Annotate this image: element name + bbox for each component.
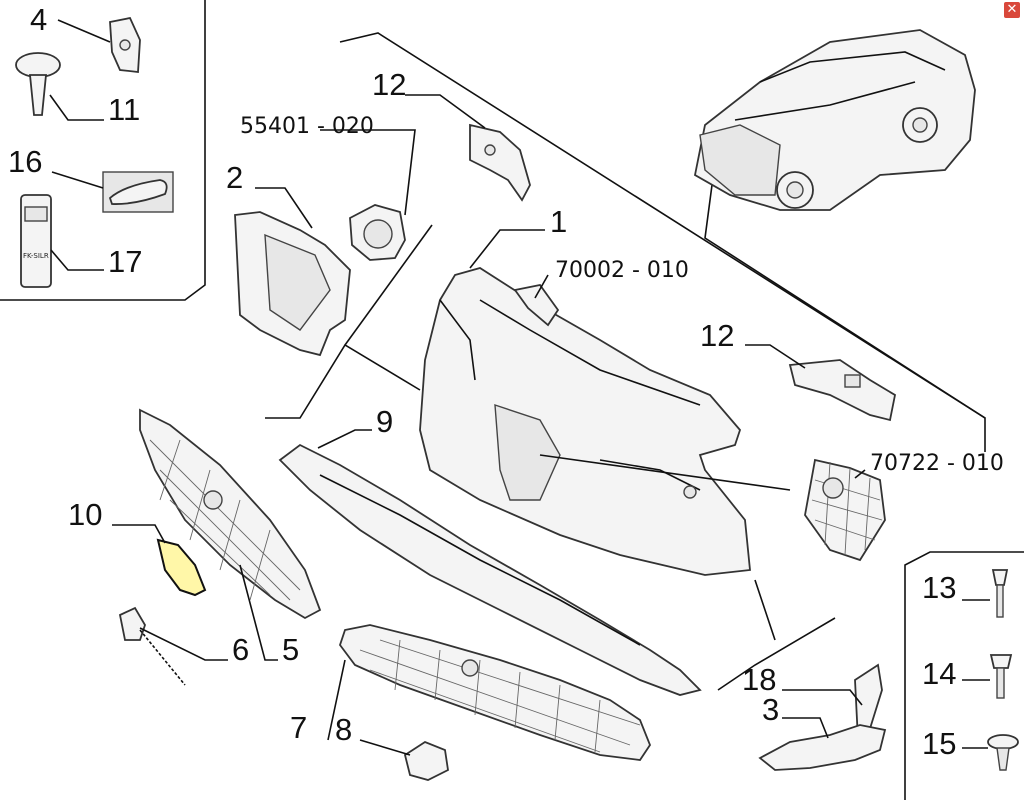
callout-10: 10 — [68, 497, 102, 532]
car-pointer-line — [704, 184, 986, 419]
part-1-bumper-cover[interactable]: 1 — [419, 204, 751, 576]
callout-12-upper: 12 — [372, 67, 406, 102]
part-11-push-pin[interactable]: 11 — [15, 52, 140, 127]
callout-4: 4 — [30, 2, 47, 37]
callout-1: 1 — [550, 204, 567, 239]
code-55401-020: 55401 - 020 — [240, 114, 374, 139]
part-15-screw[interactable]: 15 — [922, 726, 1019, 771]
callout-8: 8 — [335, 712, 352, 747]
part-5-upper-grille[interactable]: 5 — [139, 408, 322, 667]
top-left-inset: 4 11 16 FK-SILR 17 — [0, 0, 206, 301]
part-70002-clip[interactable]: 70002 - 010 — [513, 258, 689, 327]
code-70722-010: 70722 - 010 — [870, 451, 1004, 476]
callout-18: 18 — [742, 662, 776, 697]
right-bracket-line — [717, 579, 836, 691]
callout-11: 11 — [108, 92, 140, 127]
callout-2: 2 — [226, 160, 243, 195]
part-12-bracket-upper[interactable]: 12 — [372, 67, 531, 202]
part-14-rivet[interactable]: 14 — [922, 654, 1013, 699]
callout-13: 13 — [922, 570, 956, 605]
callout-9: 9 — [376, 404, 393, 439]
code-70002-010: 70002 - 010 — [555, 258, 689, 283]
callout-14: 14 — [922, 656, 956, 691]
bracket-line-left — [265, 343, 421, 419]
callout-3: 3 — [762, 692, 779, 727]
callout-12-right: 12 — [700, 318, 734, 353]
part-8-tow-cover-lower[interactable]: 8 — [335, 712, 449, 781]
part-13-rivet[interactable]: 13 — [922, 569, 1009, 618]
part-10-highlighted-cover[interactable]: 10 — [68, 497, 207, 597]
part-6-tow-hook-cover[interactable]: 6 — [118, 606, 249, 686]
callout-17: 17 — [108, 244, 142, 279]
part-18-trim-strip[interactable]: 18 — [742, 662, 883, 742]
part-17-spray-can[interactable]: FK-SILR 17 — [20, 194, 142, 288]
right-fastener-inset: 13 14 15 — [904, 551, 1024, 800]
close-icon[interactable]: ✕ — [1004, 2, 1020, 18]
part-16-capsule[interactable]: 16 — [8, 144, 174, 213]
part-12-bracket-right[interactable]: 12 — [700, 318, 897, 422]
part-4-clip[interactable]: 4 — [30, 2, 141, 73]
part-9-lower-spoiler[interactable]: 9 — [278, 404, 702, 696]
callout-6: 6 — [232, 632, 249, 667]
part-7-lower-grille[interactable]: 7 — [290, 624, 652, 761]
can-label: FK-SILR — [23, 252, 49, 260]
callout-15: 15 — [922, 726, 956, 761]
part-2-air-duct[interactable]: 2 — [226, 160, 351, 357]
bracket-line-top — [339, 32, 986, 452]
part-3-trim-lower[interactable]: 3 — [758, 692, 887, 771]
callout-7: 7 — [290, 710, 307, 745]
car-illustration — [693, 29, 976, 211]
bracket-line-center — [344, 224, 433, 346]
part-55401-fog-lamp[interactable]: 55401 - 020 — [240, 114, 416, 261]
callout-16: 16 — [8, 144, 42, 179]
callout-5: 5 — [282, 632, 299, 667]
part-70722-emblem-grille[interactable]: 70722 - 010 — [539, 451, 1004, 562]
